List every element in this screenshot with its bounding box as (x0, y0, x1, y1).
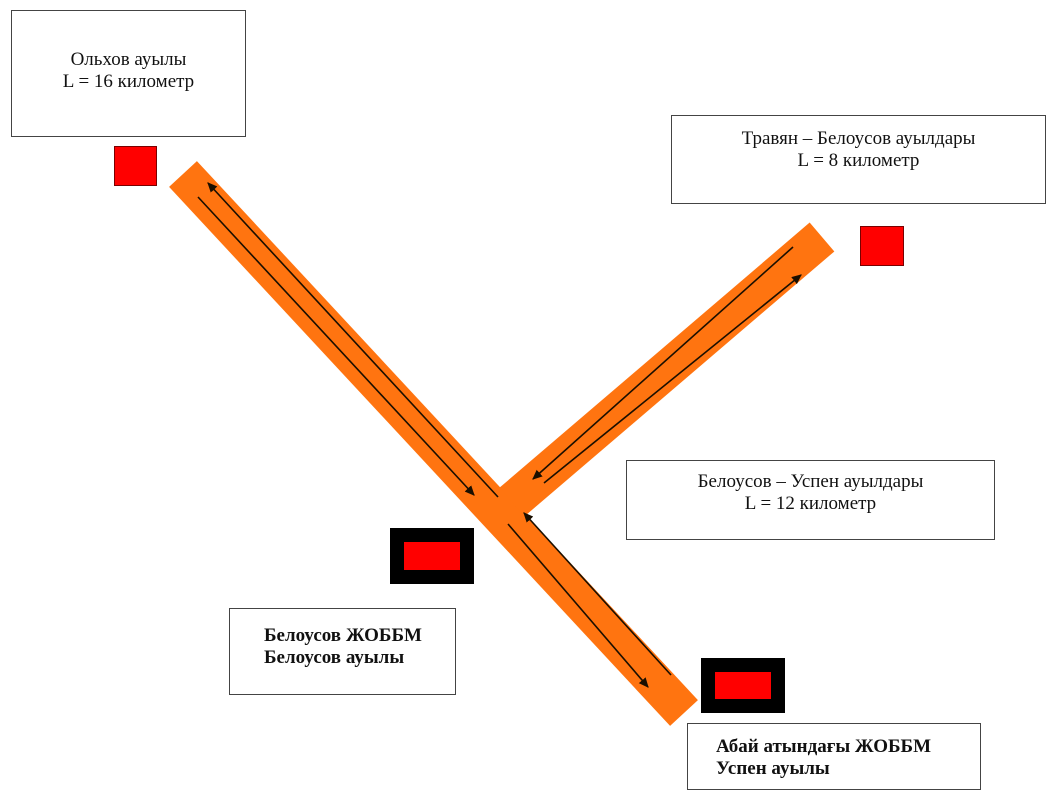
belousov-village-name: Белоусов ауылы (264, 647, 405, 668)
arrow-from-travyan (532, 246, 794, 480)
travyan-marker (860, 226, 904, 266)
arrow-to-belousov (197, 196, 475, 496)
olkhov-label-box: Ольхов ауылы L = 16 километр (11, 10, 246, 137)
abai-school-name: Абай атындағы ЖОББМ (716, 736, 932, 757)
belousov-uspen-village-name: Белоусов – Успен ауылдары (697, 471, 924, 492)
belousov-school-marker (390, 528, 474, 584)
arrow-from-uspen (523, 512, 672, 676)
abai-school-label-box: Абай атындағы ЖОББМ Успен ауылы (687, 723, 981, 790)
olkhov-marker (114, 146, 157, 186)
travyan-distance: L = 8 километр (797, 150, 920, 171)
uspen-village-name: Успен ауылы (716, 758, 830, 779)
olkhov-village-name: Ольхов ауылы (70, 49, 187, 70)
abai-school-marker (701, 658, 785, 713)
travyan-label-box: Травян – Белоусов ауылдары L = 8 километ… (671, 115, 1046, 204)
arrow-to-travyan (543, 274, 802, 484)
belousov-uspen-distance: L = 12 километр (744, 493, 877, 514)
belousov-school-label-box: Белоусов ЖОББМ Белоусов ауылы (229, 608, 456, 695)
road-olkhov-uspen (169, 161, 698, 726)
olkhov-distance: L = 16 километр (62, 71, 195, 92)
travyan-village-name: Травян – Белоусов ауылдары (741, 128, 976, 149)
road-travyan-belousov (499, 222, 835, 517)
belousov-school-name: Белоусов ЖОББМ (264, 625, 422, 646)
arrow-to-olkhov (207, 182, 499, 498)
belousov-uspen-label-box: Белоусов – Успен ауылдары L = 12 километ… (626, 460, 995, 540)
arrow-to-uspen (507, 523, 649, 688)
